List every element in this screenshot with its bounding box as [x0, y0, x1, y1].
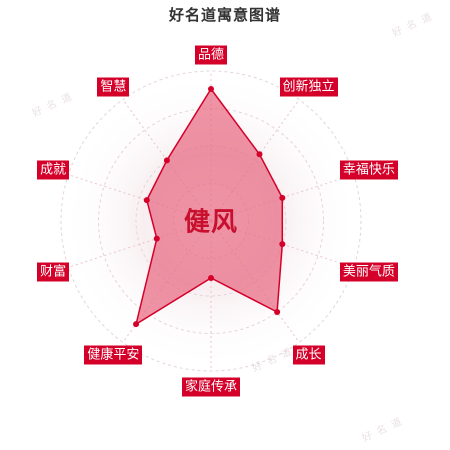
data-point [153, 235, 160, 242]
category-label: 健康平安 [84, 345, 143, 365]
data-point [163, 157, 170, 164]
grid-ring [135, 145, 287, 297]
data-point [256, 151, 263, 158]
data-point [208, 86, 214, 92]
category-label: 家庭传承 [181, 377, 241, 397]
data-point [274, 309, 281, 316]
data-point [279, 241, 286, 248]
center-name: 健风 [183, 207, 239, 238]
category-label: 成长 [292, 345, 325, 365]
radar-series [133, 86, 286, 328]
category-label: 美丽气质 [339, 262, 398, 282]
grid-ring [60, 70, 362, 372]
category-label: 智慧 [97, 77, 130, 97]
data-point [133, 321, 140, 328]
category-label: 创新独立 [279, 77, 338, 97]
data-point [279, 194, 286, 201]
data-point [143, 197, 150, 204]
chart-title: 好名道寓意图谱 [168, 6, 281, 24]
data-point [208, 275, 214, 281]
category-label: 财富 [37, 262, 70, 282]
category-label: 品德 [194, 45, 228, 65]
category-label: 成就 [37, 160, 70, 180]
category-label: 幸福快乐 [339, 160, 398, 180]
